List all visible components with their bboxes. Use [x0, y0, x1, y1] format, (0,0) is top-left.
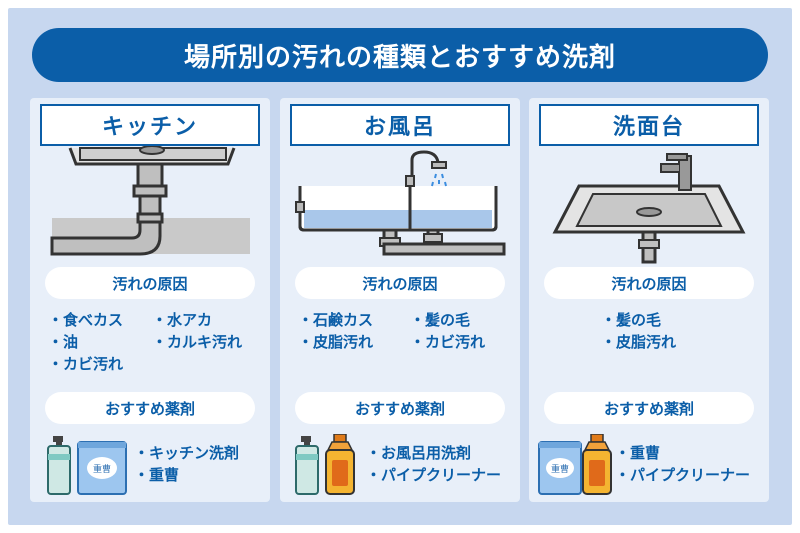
- washbasin-title: 洗面台: [539, 104, 759, 146]
- list-item: ・皮脂汚れ: [601, 333, 677, 351]
- list-item: ・石鹸カス: [298, 311, 374, 329]
- list-item: ・重曹: [134, 466, 180, 484]
- kitchen-panel: キッチン 汚れの原因 ・食べカス ・油 ・カビ汚れ ・水アカ ・カルキ汚れ おす…: [30, 98, 270, 502]
- list-item: ・髪の毛: [601, 311, 662, 329]
- washbasin-recommended-label: おすすめ薬剤: [544, 392, 754, 424]
- baking-soda-bag-icon: 重曹: [538, 441, 582, 495]
- page-title: 場所別の汚れの種類とおすすめ洗剤: [32, 28, 768, 82]
- bath-panel: お風呂 汚れの原因 ・石鹸カス ・皮脂汚れ ・髪の毛 ・カビ汚: [280, 98, 520, 502]
- list-item: ・カビ汚れ: [48, 355, 124, 373]
- washbasin-cause-label: 汚れの原因: [544, 267, 754, 299]
- kitchen-products: 重曹: [30, 434, 270, 498]
- pipe-cleaner-bottle-icon: [582, 433, 612, 495]
- kitchen-title: キッチン: [40, 104, 260, 146]
- bag-label: 重曹: [551, 463, 569, 475]
- kitchen-causes-col2: ・水アカ ・カルキ汚れ: [152, 309, 242, 353]
- bath-title: お風呂: [290, 104, 510, 146]
- bath-recommended-list: ・お風呂用洗剤 ・パイプクリーナー: [366, 442, 501, 486]
- list-item: ・食べカス: [48, 311, 124, 329]
- list-item: ・お風呂用洗剤: [366, 444, 472, 462]
- kitchen-recommended-label: おすすめ薬剤: [45, 392, 255, 424]
- bath-cause-label: 汚れの原因: [295, 267, 505, 299]
- washbasin-panel: 洗面台 汚れの原因 ・髪の毛 ・皮脂汚れ おすすめ薬剤 重曹: [529, 98, 769, 502]
- pipe-cleaner-bottle-icon: [325, 433, 355, 495]
- list-item: ・髪の毛: [410, 311, 471, 329]
- bath-causes-col2: ・髪の毛 ・カビ汚れ: [410, 309, 485, 353]
- bath-illustration: [280, 146, 520, 264]
- bath-recommended-label: おすすめ薬剤: [295, 392, 505, 424]
- list-item: ・重曹: [615, 444, 661, 462]
- kitchen-recommended-list: ・キッチン洗剤 ・重曹: [134, 442, 239, 486]
- list-item: ・カビ汚れ: [410, 333, 486, 351]
- washbasin-illustration: [529, 146, 769, 264]
- list-item: ・パイプクリーナー: [366, 466, 502, 484]
- bath-causes-col1: ・石鹸カス ・皮脂汚れ: [298, 309, 373, 353]
- baking-soda-bag-icon: 重曹: [77, 441, 127, 495]
- detergent-bottle-icon: [295, 436, 319, 495]
- list-item: ・皮脂汚れ: [298, 333, 374, 351]
- washbasin-products: 重曹: [529, 433, 769, 498]
- list-item: ・油: [48, 333, 79, 351]
- kitchen-cause-label: 汚れの原因: [45, 267, 255, 299]
- detergent-bottle-icon: [47, 436, 71, 495]
- washbasin-causes-col1: ・髪の毛 ・皮脂汚れ: [601, 309, 676, 353]
- list-item: ・水アカ: [152, 311, 213, 329]
- bath-products: [280, 433, 520, 498]
- kitchen-causes-col1: ・食べカス ・油 ・カビ汚れ: [48, 309, 123, 375]
- bag-label: 重曹: [93, 463, 111, 475]
- list-item: ・カルキ汚れ: [152, 333, 243, 351]
- kitchen-sink-illustration: [30, 145, 270, 264]
- list-item: ・パイプクリーナー: [615, 466, 751, 484]
- washbasin-recommended-list: ・重曹 ・パイプクリーナー: [615, 442, 750, 486]
- list-item: ・キッチン洗剤: [134, 444, 240, 462]
